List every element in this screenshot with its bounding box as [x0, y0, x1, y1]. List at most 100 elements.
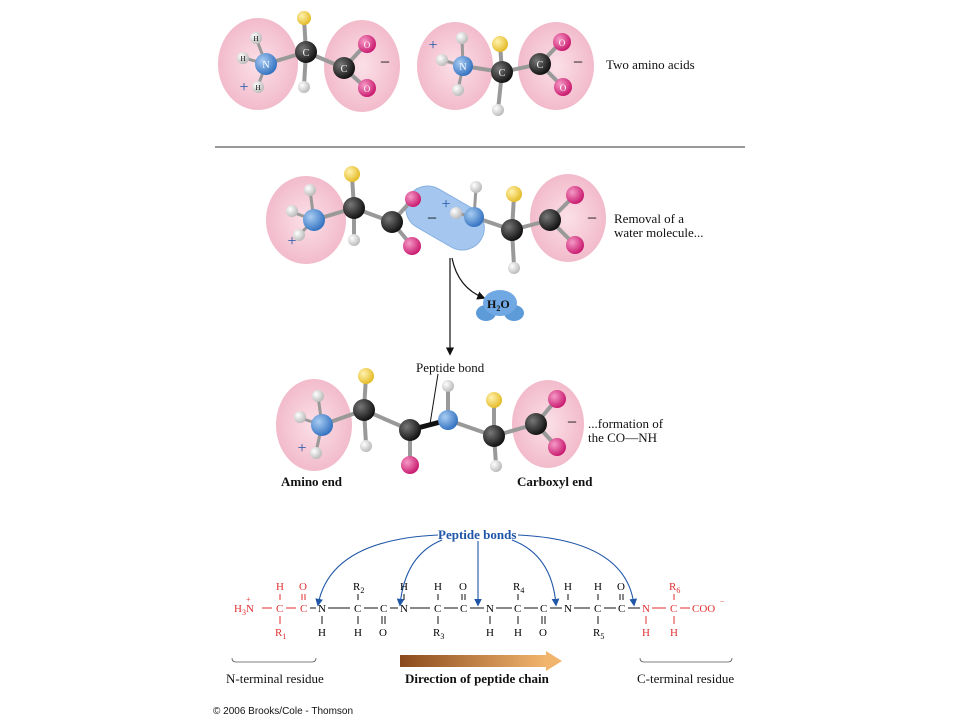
hydrogen-atom	[442, 380, 454, 392]
atom-letter: C	[537, 60, 544, 71]
minus-charge: −	[380, 52, 390, 72]
oxygen-atom	[403, 237, 421, 255]
chain-atom: N	[486, 603, 494, 615]
hydrogen-atom	[508, 262, 520, 274]
r-group-atom	[358, 368, 374, 384]
chain-atom: H	[276, 581, 284, 593]
chain-atom: C	[618, 603, 625, 615]
carboxyl-carbon-atom	[333, 57, 355, 79]
amide-nitrogen-atom	[438, 410, 458, 430]
carboxyl-carbon-atom	[525, 413, 547, 435]
oxygen-atom	[548, 438, 566, 456]
alpha-carbon-atom	[343, 197, 365, 219]
oxygen-atom	[548, 390, 566, 408]
chain-atom: N	[400, 603, 408, 615]
hydrogen-atom	[298, 81, 310, 93]
condensation-reactants: + − + −	[266, 166, 606, 274]
chain-atom: N	[318, 603, 326, 615]
hydrogen-atom	[456, 32, 468, 44]
r-group-atom	[344, 166, 360, 182]
hydrogen-atom	[348, 234, 360, 246]
coo-minus-charge: −	[720, 597, 725, 606]
hydrogen-atom	[490, 460, 502, 472]
chain-atom: C	[434, 603, 441, 615]
atom-letter: C	[499, 68, 506, 79]
hydrogen-atom	[304, 184, 316, 196]
atom-letter: O	[560, 83, 567, 93]
formation-label-line1: ...formation of	[588, 416, 664, 431]
peptide-bond-pointer	[429, 373, 439, 425]
chain-atom: H	[354, 627, 362, 639]
minus-charge: −	[567, 412, 577, 432]
hydrogen-atom	[293, 229, 305, 241]
nitrogen-atom	[255, 53, 277, 75]
chain-atom: H	[486, 627, 494, 639]
oxygen-atom	[405, 191, 421, 207]
chain-atom: O	[379, 627, 387, 639]
coo-group: COO	[692, 603, 715, 615]
alpha-carbon-atom	[295, 41, 317, 63]
chain-atom: N	[564, 603, 572, 615]
oxygen-atom	[358, 35, 376, 53]
chain-atom: C	[300, 603, 307, 615]
chain-atom: H	[594, 581, 602, 593]
peptide-bond-label: Peptide bond	[416, 360, 485, 375]
amino-acid-2: N C C O O + −	[417, 22, 594, 116]
plus-charge: +	[297, 440, 306, 457]
r-group-label: R5	[593, 627, 604, 641]
atom-letter: O	[364, 84, 371, 94]
peptide-chain-formula: H3N + C H R1 C O N H C R2 H C O N H C	[234, 581, 725, 641]
chain-atom: H	[318, 627, 326, 639]
r-group-atom	[506, 186, 522, 202]
chain-atom: C	[670, 603, 677, 615]
hydrogen-atom	[436, 54, 448, 66]
plus-charge: +	[239, 79, 248, 96]
formation-label-line2: the CO—NH	[588, 430, 657, 445]
hydrogen-atom	[492, 104, 504, 116]
carbonyl-carbon-atom	[399, 419, 421, 441]
amino-acid-1: H H H N C C O O + −	[218, 11, 400, 112]
minus-charge: −	[573, 52, 583, 72]
peptide-bond-arrow	[396, 539, 443, 607]
plus-charge: +	[428, 37, 437, 54]
hydrogen-atom	[450, 207, 462, 219]
removal-label-line1: Removal of a	[614, 211, 685, 226]
alpha-carbon-atom	[483, 425, 505, 447]
water-label: H2O	[487, 297, 510, 313]
nitrogen-atom	[464, 207, 484, 227]
c-terminal-bracket	[639, 657, 733, 663]
oxygen-atom	[358, 79, 376, 97]
minus-charge: −	[587, 208, 597, 228]
n-plus-charge: +	[246, 595, 251, 604]
chain-atom: C	[594, 603, 601, 615]
atom-letter: N	[262, 60, 269, 71]
alpha-carbon-atom	[501, 219, 523, 241]
nitrogen-atom	[303, 209, 325, 231]
atom-letter: H	[253, 35, 258, 43]
chain-atom: H	[564, 581, 572, 593]
atom-letter: O	[364, 40, 371, 50]
chain-atom: C	[514, 603, 521, 615]
chain-atom: H	[670, 627, 678, 639]
peptide-bond-arrow	[517, 534, 638, 607]
water-release-arrow	[451, 257, 486, 300]
r-group-label: R1	[275, 627, 286, 641]
carboxyl-carbon-atom	[539, 209, 561, 231]
hydrogen-atom	[294, 411, 306, 423]
peptide-bond-arrows	[315, 534, 638, 607]
oxygen-atom	[553, 33, 571, 51]
dipeptide: + −	[276, 368, 584, 474]
r-group-atom	[297, 11, 311, 25]
chain-atom: H	[434, 581, 442, 593]
alpha-carbon-atom	[491, 61, 513, 83]
oxygen-atom	[401, 456, 419, 474]
carboxyl-ion-zone	[518, 22, 594, 110]
carboxyl-end-label: Carboxyl end	[517, 474, 593, 489]
oxygen-atom	[566, 186, 584, 204]
water-molecule: H2O	[476, 290, 524, 321]
copyright-caption: © 2006 Brooks/Cole - Thomson	[213, 706, 354, 717]
oxygen-atom	[554, 78, 572, 96]
direction-label: Direction of peptide chain	[405, 671, 549, 686]
r-group-label: R3	[433, 627, 444, 641]
